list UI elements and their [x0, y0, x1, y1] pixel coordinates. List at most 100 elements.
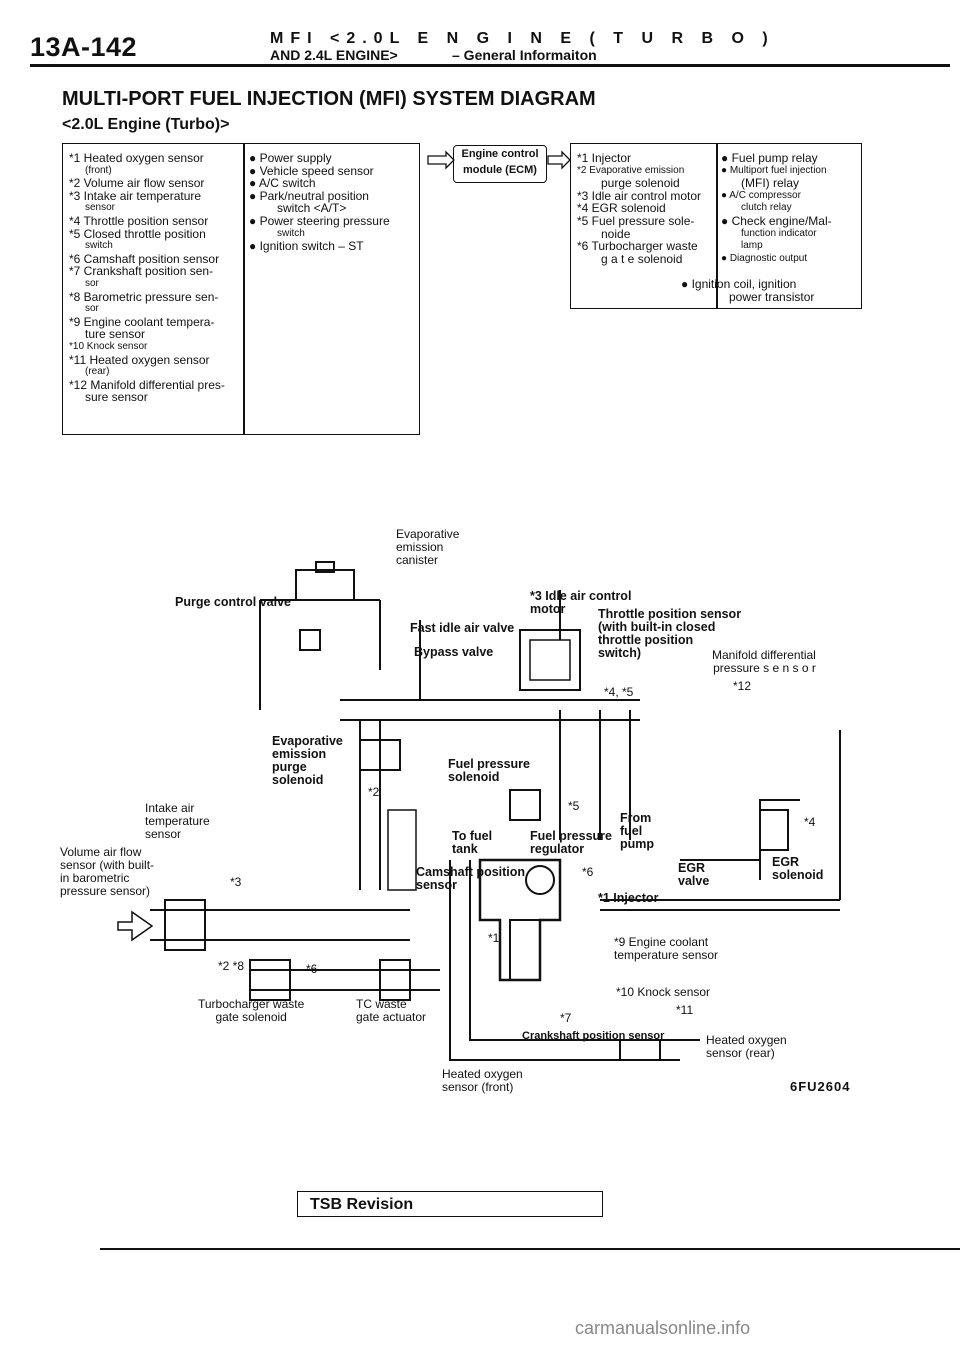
list-item: *1 Heated oxygen sensor: [69, 151, 204, 165]
label-egr-valve: EGR valve: [678, 861, 710, 888]
label-cam: Camshaft position sensor: [416, 865, 526, 892]
list-item: lamp: [741, 240, 763, 252]
list-item: switch: [85, 240, 113, 252]
list-item: function indicator: [741, 227, 817, 239]
list-item: ● Multiport fuel injection: [721, 164, 827, 176]
label-cam-num: *6: [582, 865, 594, 879]
list-item: switch <A/T>: [277, 201, 347, 216]
list-item: power transistor: [729, 289, 815, 304]
list-item: ture sensor: [85, 327, 146, 342]
outputs-table: *1 Injector *2 Evaporative emission purg…: [570, 143, 862, 309]
list-item: (front): [85, 164, 112, 176]
label-iat: Intake air temperature sensor: [145, 801, 210, 841]
list-item: ● A/C compressor: [721, 189, 801, 201]
outputs-divider: [716, 144, 718, 308]
list-item: *3 Idle air control motor: [577, 188, 702, 203]
label-ckp-num: *7: [560, 1011, 572, 1025]
label-vaf-num: *2 *8: [218, 959, 245, 973]
list-item: *8 Barometric pressure sen-: [69, 289, 219, 304]
page-number: 13A-142: [30, 32, 138, 62]
label-fpr: Fuel pressure regulator: [530, 829, 612, 856]
page-title: MULTI-PORT FUEL INJECTION (MFI) SYSTEM D…: [62, 88, 596, 110]
list-item: (MFI) relay: [741, 176, 799, 191]
header-line-1: MFI <2.0L E N G I N E ( T U R B O ): [270, 30, 775, 47]
label-injector: *1 Injector: [598, 891, 659, 905]
list-item: *6 Camshaft position sensor: [69, 251, 220, 266]
label-wg-solenoid: Turbocharger waste gate solenoid: [198, 997, 305, 1024]
label-ect: *9 Engine coolant temperature sensor: [614, 935, 719, 962]
ecm-block: Engine control module (ECM): [453, 145, 547, 183]
label-ho2f: Heated oxygen sensor (front): [442, 1067, 523, 1094]
list-item: *10 Knock sensor: [69, 340, 148, 352]
label-egr-solenoid: EGR solenoid: [772, 855, 824, 882]
sensor-list: *1 Heated oxygen sensor (front) *2 Volum…: [69, 152, 225, 404]
output-list: ● Fuel pump relay ● Multiport fuel injec…: [721, 152, 832, 265]
label-to-fuel-tank: To fuel tank: [452, 829, 493, 856]
list-item: sensor: [85, 202, 116, 214]
list-item: *11 Heated oxygen sensor: [69, 352, 210, 367]
list-item: sor: [85, 277, 99, 289]
actuator-list: *1 Injector *2 Evaporative emission purg…: [577, 152, 701, 265]
label-egr-sol-num: *4: [804, 815, 816, 829]
list-item: ● Check engine/Mal-: [721, 213, 832, 228]
list-item: ● Ignition switch – ST: [249, 239, 364, 254]
switch-list: ● Power supply ● Vehicle speed sensor ● …: [249, 152, 390, 253]
label-evap-solenoid: Evaporative emission purge solenoid: [272, 734, 343, 787]
label-bypass: Bypass valve: [414, 645, 494, 659]
list-item: sure sensor: [85, 390, 148, 405]
footer-rule: [100, 1248, 960, 1250]
label-ho2f-num: *1: [488, 931, 500, 945]
list-item: *6 Turbocharger waste: [577, 239, 698, 254]
list-item: *7 Crankshaft position sen-: [69, 264, 214, 279]
label-mdp: Manifold differential pressure s e n s o…: [712, 648, 816, 675]
label-vaf: Volume air flow sensor (with built- in b…: [60, 845, 155, 898]
header-rule: [30, 64, 950, 67]
ecm-label-2: module (ECM): [463, 164, 537, 176]
list-item: g a t e solenoid: [601, 251, 683, 266]
list-item: *1 Injector: [577, 151, 632, 165]
list-item: purge solenoid: [601, 176, 680, 191]
figure-code: 6FU2604: [790, 1079, 851, 1094]
list-item: ● Fuel pump relay: [721, 151, 818, 165]
list-item: noide: [601, 226, 631, 241]
tsb-revision-box: TSB Revision: [297, 1191, 603, 1217]
list-item: *5 Closed throttle position: [69, 226, 206, 241]
list-item: (rear): [85, 366, 110, 378]
list-item: ● Ignition coil, ignition: [681, 277, 797, 291]
list-item: *5 Fuel pressure sole-: [577, 213, 695, 228]
label-iat-num: *3: [230, 875, 242, 889]
header-line-2b: – General Informaiton: [452, 47, 597, 63]
watermark: carmanualsonline.info: [575, 1318, 751, 1338]
list-item: *2 Volume air flow sensor: [69, 176, 205, 191]
header-line-2a: AND 2.4L ENGINE>: [270, 47, 398, 63]
list-item: switch: [277, 227, 305, 239]
list-item: *3 Intake air temperature: [69, 188, 202, 203]
list-item: *4 Throttle position sensor: [69, 213, 209, 228]
label-ho2r: Heated oxygen sensor (rear): [706, 1033, 787, 1060]
label-evap-num: *2: [368, 785, 380, 799]
ecm-arrows: [427, 150, 571, 170]
list-item: ● Vehicle speed sensor: [249, 163, 374, 178]
list-item: *9 Engine coolant tempera-: [69, 314, 215, 329]
label-from-pump: From fuel pump: [620, 811, 655, 851]
list-item: ● Diagnostic output: [721, 252, 808, 264]
list-item: ● Power steering pressure: [249, 213, 390, 228]
output-list-wide: ● Ignition coil, ignition power transist…: [681, 278, 814, 303]
label-knock: *10 Knock sensor: [616, 985, 711, 999]
list-item: sor: [85, 303, 99, 315]
label-fps-num: *5: [568, 799, 580, 813]
label-wg-actuator: TC waste gate actuator: [356, 997, 427, 1024]
list-item: ● Power supply: [249, 151, 332, 165]
label-fps: Fuel pressure solenoid: [448, 757, 530, 784]
label-mdp-num: *12: [733, 679, 752, 693]
ecm-label-1: Engine control: [461, 148, 539, 160]
inputs-table: *1 Heated oxygen sensor (front) *2 Volum…: [62, 143, 420, 435]
list-item: clutch relay: [741, 202, 792, 214]
inputs-divider: [243, 144, 245, 434]
list-item: *2 Evaporative emission: [577, 164, 685, 176]
page-subtitle: <2.0L Engine (Turbo)>: [62, 116, 230, 133]
list-item: *4 EGR solenoid: [577, 201, 666, 216]
label-purge-valve: Purge control valve: [175, 595, 292, 609]
label-wg-num: *6: [306, 962, 318, 976]
list-item: ● Park/neutral position: [249, 188, 369, 203]
